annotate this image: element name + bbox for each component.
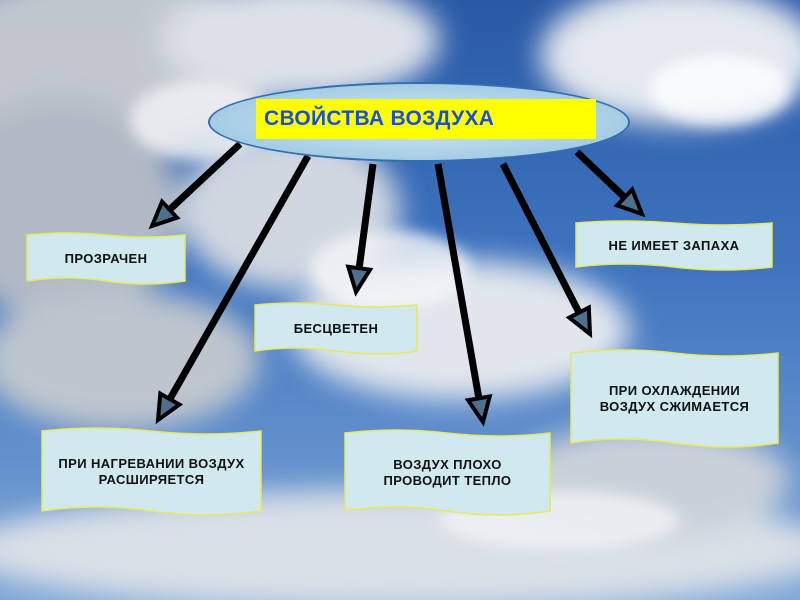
property-label: ВОЗДУХ ПЛОХО ПРОВОДИТ ТЕПЛО bbox=[383, 457, 512, 488]
property-label: ПРИ НАГРЕВАНИИ ВОЗДУХ РАСШИРЯЕТСЯ bbox=[58, 456, 245, 487]
property-label: ПРОЗРАЧЕН bbox=[64, 251, 148, 266]
property-colorless: БЕСЦВЕТЕН bbox=[253, 301, 419, 357]
arrow-to-poor-conductor bbox=[434, 163, 493, 427]
wave-box-shape bbox=[41, 427, 262, 516]
arrow-to-no-smell bbox=[574, 149, 646, 218]
property-label: БЕСЦВЕТЕН bbox=[293, 321, 379, 336]
arrowhead bbox=[613, 185, 646, 218]
diagram-title: СВОЙСТВА ВОЗДУХА bbox=[256, 99, 596, 139]
arrow-to-compresses bbox=[499, 162, 593, 339]
property-expands: ПРИ НАГРЕВАНИИ ВОЗДУХ РАСШИРЯЕТСЯ bbox=[40, 425, 263, 519]
property-compresses: ПРИ ОХЛАЖДЕНИИ ВОЗДУХ СЖИМАЕТСЯ bbox=[569, 347, 780, 451]
wave-box-shape bbox=[254, 302, 418, 355]
property-label: ПРИ ОХЛАЖДЕНИИ ВОЗДУХ СЖИМАЕТСЯ bbox=[599, 383, 750, 414]
arrowhead bbox=[464, 393, 493, 427]
arrowhead bbox=[345, 264, 374, 297]
wave-box-shape bbox=[26, 232, 186, 285]
arrowhead bbox=[155, 390, 184, 425]
arrowhead bbox=[148, 197, 181, 230]
wave-box-shape bbox=[344, 429, 551, 516]
property-transparent: ПРОЗРАЧЕН bbox=[25, 231, 187, 287]
property-poor-conductor: ВОЗДУХ ПЛОХО ПРОВОДИТ ТЕПЛО bbox=[343, 427, 552, 519]
arrow-to-expands bbox=[155, 154, 312, 425]
wave-box-shape bbox=[570, 349, 779, 448]
property-label: НЕ ИМЕЕТ ЗАПАХА bbox=[608, 238, 740, 253]
arrow-to-colorless bbox=[345, 163, 377, 297]
property-no-smell: НЕ ИМЕЕТ ЗАПАХА bbox=[574, 219, 774, 273]
wave-box-shape bbox=[575, 220, 773, 271]
arrowhead bbox=[565, 304, 593, 339]
arrow-to-transparent bbox=[148, 141, 243, 230]
